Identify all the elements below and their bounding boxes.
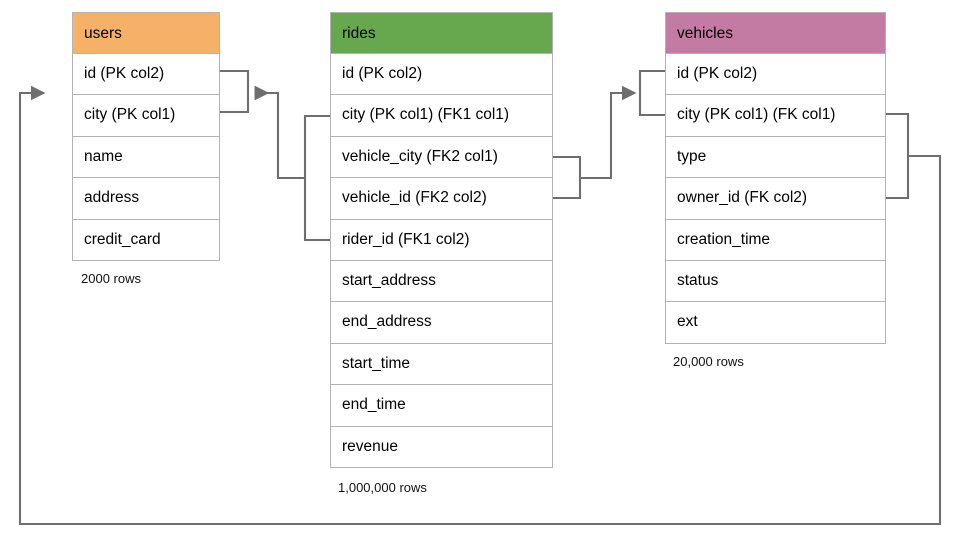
table-vehicles-field-owner-id[interactable]: owner_id (FK col2): [665, 178, 886, 220]
table-rides-field-end-time[interactable]: end_time: [330, 385, 553, 427]
table-vehicles-field-status[interactable]: status: [665, 260, 886, 303]
table-users-title: users: [72, 12, 220, 54]
table-users-field-name[interactable]: name: [72, 136, 220, 179]
table-users-field-id[interactable]: id (PK col2): [72, 54, 220, 96]
connector-rides-to-users: [254, 85, 305, 180]
table-rides-title: rides: [330, 12, 553, 54]
connector-rides-to-vehicles: [580, 85, 637, 180]
table-users[interactable]: users id (PK col2) city (PK col1) name a…: [72, 12, 220, 261]
table-rides-field-end-address[interactable]: end_address: [330, 302, 553, 344]
table-users-row-count: 2000 rows: [81, 271, 141, 286]
table-vehicles-field-type[interactable]: type: [665, 136, 886, 179]
table-vehicles-row-count: 20,000 rows: [673, 354, 744, 369]
table-rides-field-vehicle-id[interactable]: vehicle_id (FK2 col2): [330, 178, 553, 220]
connector-users-bracket: [220, 69, 250, 114]
table-users-field-city[interactable]: city (PK col1): [72, 95, 220, 137]
table-vehicles-field-id[interactable]: id (PK col2): [665, 54, 886, 96]
table-rides-field-revenue[interactable]: revenue: [330, 426, 553, 468]
connector-vehicles-left-bracket: [638, 69, 665, 117]
table-vehicles-field-city[interactable]: city (PK col1) (FK col1): [665, 95, 886, 137]
table-rides-field-start-time[interactable]: start_time: [330, 343, 553, 386]
table-rides-field-city[interactable]: city (PK col1) (FK1 col1): [330, 95, 553, 137]
table-vehicles[interactable]: vehicles id (PK col2) city (PK col1) (FK…: [665, 12, 886, 344]
table-rides-field-id[interactable]: id (PK col2): [330, 54, 553, 96]
table-rides-field-start-address[interactable]: start_address: [330, 260, 553, 303]
connector-rides-left-bracket: [303, 114, 330, 242]
table-rides[interactable]: rides id (PK col2) city (PK col1) (FK1 c…: [330, 12, 553, 468]
connector-rides-right-bracket: [553, 155, 582, 200]
table-vehicles-field-ext[interactable]: ext: [665, 302, 886, 344]
table-rides-field-rider-id[interactable]: rider_id (FK1 col2): [330, 219, 553, 261]
table-vehicles-field-creation-time[interactable]: creation_time: [665, 219, 886, 261]
table-vehicles-title: vehicles: [665, 12, 886, 54]
table-users-field-address[interactable]: address: [72, 178, 220, 220]
table-users-field-credit-card[interactable]: credit_card: [72, 219, 220, 261]
table-rides-field-vehicle-city[interactable]: vehicle_city (FK2 col1): [330, 136, 553, 179]
table-rides-row-count: 1,000,000 rows: [338, 480, 427, 495]
connector-vehicles-right-bracket: [886, 112, 910, 200]
